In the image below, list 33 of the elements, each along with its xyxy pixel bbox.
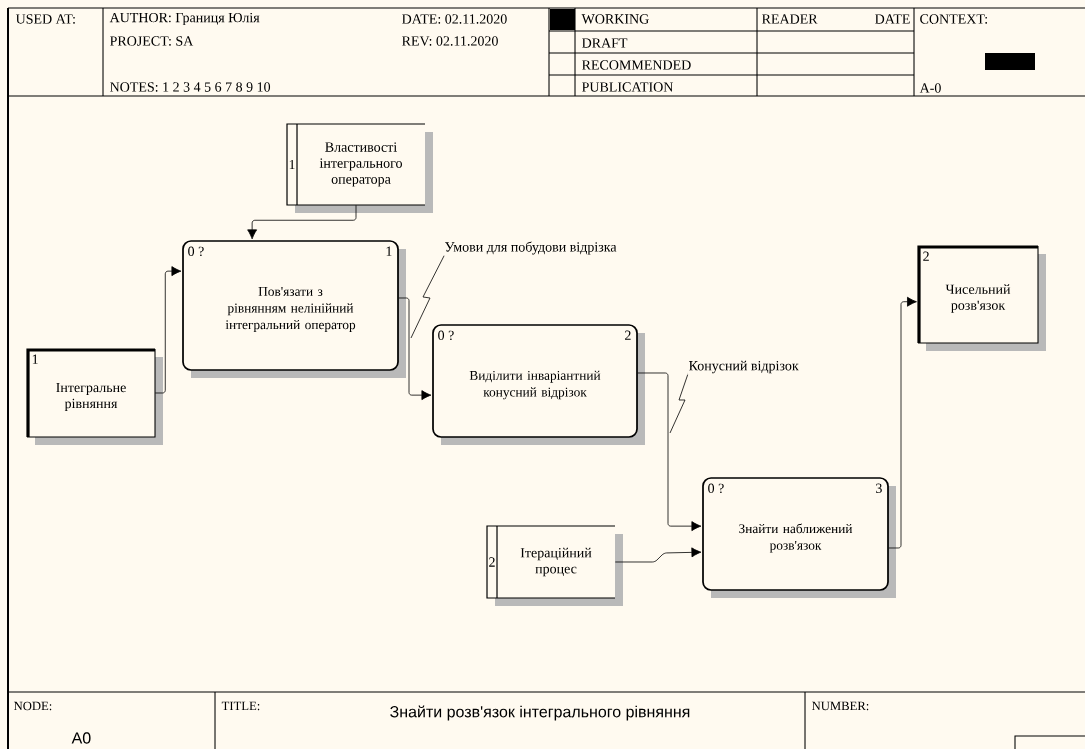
- form-field-label: NOTES: 1 2 3 4 5 6 7 8 9 10: [110, 82, 271, 92]
- form-field-label: CONTEXT:: [920, 14, 987, 24]
- form-field-label: AUTHOR: Границя Юлія: [109, 12, 260, 26]
- form-field-label: DRAFT: [582, 38, 628, 48]
- data-store-box: 1 Властивості інтегрального оператора: [286, 123, 433, 213]
- form-field-label: WORKING: [581, 14, 649, 24]
- form-field-label: READER: [762, 14, 818, 24]
- arrow: [614, 547, 702, 563]
- arrow: [398, 297, 432, 401]
- arrow: [637, 372, 702, 532]
- form-field-label: DATE: 02.11.2020: [402, 14, 507, 24]
- activity-box: 0 ? 1 Пов'язати з рівнянням нелінійний інтегральний оператор: [182, 240, 406, 378]
- form-field-label: DATE: [875, 14, 910, 24]
- activity-box: 0 ? 3 Знайти наближений розв'язок: [702, 477, 896, 598]
- data-store-box: 2 Ітераційний процес: [486, 525, 623, 606]
- edge-label: Конусний відрізок: [669, 359, 801, 434]
- form-field-label: REV: 02.11.2020: [402, 36, 498, 46]
- arrow: [247, 204, 357, 240]
- form-field-label: RECOMMENDED: [582, 60, 691, 70]
- external-entity-box: 1 Інтегральне рівняння: [26, 348, 163, 445]
- form-field-label: USED AT:: [15, 14, 75, 24]
- form-field-label: TITLE:: [221, 701, 260, 711]
- form-field-label: PUBLICATION: [582, 82, 674, 92]
- activity-box: 0 ? 2 Виділити інваріантний конусний відрізок: [432, 324, 645, 445]
- form-field-label: NODE:: [13, 701, 52, 711]
- form-field-label: PROJECT: SA: [110, 36, 194, 46]
- form-field-label: A0: [71, 732, 91, 744]
- form-field-label: NUMBER:: [811, 701, 869, 711]
- arrow: [154, 266, 182, 394]
- form-field-label: A-0: [919, 83, 941, 93]
- node-label: 2: [489, 557, 495, 567]
- diagram-title: Знайти розв'язок інтегрального рівняння: [390, 705, 690, 721]
- external-entity-box: 2 Чисельний розв'язок: [917, 245, 1046, 351]
